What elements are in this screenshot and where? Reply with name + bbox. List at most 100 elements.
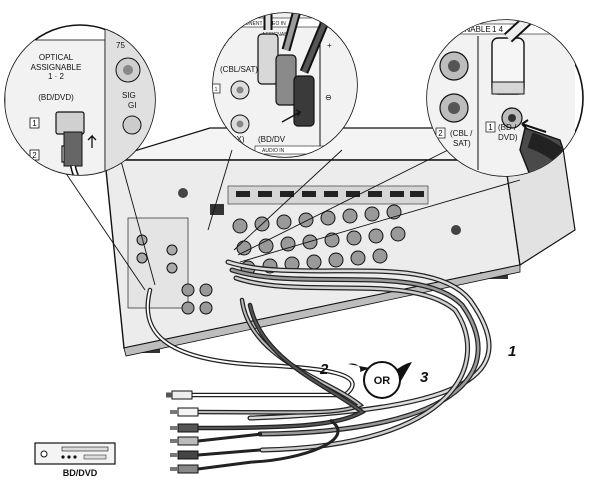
or-badge-arrow-left — [348, 363, 370, 372]
player-button — [67, 455, 71, 459]
optical-plug-inserted — [55, 111, 85, 135]
audio-jack-inner — [448, 102, 460, 114]
panel-screw — [451, 225, 461, 235]
leader-right — [237, 139, 469, 256]
component-port-1-badge — [213, 83, 221, 94]
optical-port-2: 2 — [32, 151, 37, 160]
optical-heading-3: 1 · 2 — [48, 72, 65, 81]
audio-port-1: 1 — [488, 123, 493, 132]
rca-plug-green — [177, 436, 199, 446]
ethernet-port — [210, 204, 224, 215]
terminal-jack — [372, 248, 388, 264]
panel-jack — [181, 283, 195, 297]
component-jack-inner — [236, 86, 244, 94]
rca-plug-blue — [177, 450, 199, 460]
terminal-jack — [232, 218, 248, 234]
callout-analog-audio: ASSIGNABLE 1 4 2 (CBL / SAT) 1 — [426, 19, 584, 177]
terminal-jack — [342, 208, 358, 224]
terminal-jack — [276, 214, 292, 230]
component-heading-in: IN — [216, 21, 221, 27]
optical-plug-tip — [166, 392, 172, 398]
plug-cable-link — [197, 432, 263, 443]
component-heading: COMPONENT VIDEO IN — [230, 21, 286, 27]
cable-1-component-video-inner — [226, 260, 491, 420]
terminal-jack — [280, 236, 296, 252]
terminal-jack — [390, 226, 406, 242]
component-port-2-badge — [213, 117, 221, 128]
audio-jack-inner — [448, 60, 460, 72]
component-minus: ⊖ — [325, 93, 332, 102]
or-badge-circle — [363, 361, 401, 399]
hdmi-port — [236, 191, 250, 197]
callout-component: IN COMPONENT VIDEO IN NABLE 1 · 2 ASSIGN… — [212, 12, 358, 158]
plug-cable-link — [251, 418, 340, 464]
plug-ends — [166, 390, 340, 474]
component-sub-1: ASSIGNABLE — [262, 32, 294, 38]
optical-edge-2: SIG — [122, 91, 136, 100]
hdmi-port — [368, 191, 382, 197]
component-label-bd: (BD/DV — [258, 135, 286, 144]
rca-plug-tip — [170, 467, 178, 471]
terminal-jack — [320, 210, 336, 226]
optical-plug — [171, 390, 193, 400]
component-port-1: 1 — [215, 87, 218, 93]
or-badge: OR — [348, 361, 412, 399]
leader-middle — [207, 149, 233, 231]
terminal-jack — [346, 230, 362, 246]
optical-heading-2: ASSIGNABLE — [31, 63, 82, 72]
panel-jack — [166, 262, 178, 274]
audio-port-2-badge — [435, 127, 446, 139]
terminal-jack — [298, 212, 314, 228]
cables — [145, 259, 492, 453]
bd-dvd-player: BD/DVD — [34, 442, 116, 478]
audio-label-bd-2: DVD) — [498, 133, 518, 142]
cable-3-analog-audio-inner — [195, 299, 362, 414]
terminal-jack — [306, 254, 322, 270]
cable-3-strand-b-inner — [195, 304, 364, 429]
player-disc-tray — [61, 446, 109, 452]
panel-jack — [136, 234, 148, 246]
terminal-jack — [302, 234, 318, 250]
audio-port-1-badge — [485, 121, 496, 133]
component-bottom-text: AUDIO IN — [262, 148, 285, 154]
hdmi-port — [302, 191, 316, 197]
cable-number-2: 2 — [319, 361, 329, 378]
player-power-button — [40, 450, 48, 458]
component-plug-blue — [275, 54, 297, 106]
terminal-jack — [350, 250, 366, 266]
terminal-jack — [368, 228, 384, 244]
plug-cable-link — [197, 448, 261, 457]
cable-number-3: 3 — [420, 369, 429, 386]
receiver-bottom-lip — [123, 264, 521, 357]
terminal-jack — [236, 240, 252, 256]
component-jack-inner — [236, 120, 244, 128]
cable-1-strand-c-inner — [234, 276, 469, 452]
panel-jack — [199, 283, 213, 297]
audio-plug-white-cable-inner — [505, 20, 563, 41]
rca-plug-tip — [170, 439, 178, 443]
component-plus: + — [327, 41, 332, 50]
hdmi-port — [324, 191, 338, 197]
hdmi-port — [258, 191, 272, 197]
component-label-cbl: (CBL/SAT) — [220, 65, 258, 74]
optical-edge-1: 75 — [116, 41, 125, 50]
rca-plug-white — [177, 407, 199, 417]
component-plug-red — [293, 75, 315, 127]
optical-edge-3: GI — [128, 101, 136, 110]
optical-heading-1: OPTICAL — [39, 53, 74, 62]
insert-arrow — [521, 119, 547, 133]
player-button — [73, 455, 77, 459]
rca-plug-red-2 — [177, 464, 199, 474]
panel-jack — [181, 301, 195, 315]
audio-label-cbl-2: SAT) — [453, 139, 471, 148]
hdmi-port-row — [236, 191, 424, 197]
audio-ports: 1 4 — [492, 25, 504, 34]
rca-plug-tip — [170, 453, 178, 457]
rca-plug-red — [177, 423, 199, 433]
leader-left-b — [117, 149, 156, 286]
hdmi-port — [280, 191, 294, 197]
hdmi-port — [346, 191, 360, 197]
player-display — [83, 454, 107, 460]
player-button — [61, 455, 65, 459]
